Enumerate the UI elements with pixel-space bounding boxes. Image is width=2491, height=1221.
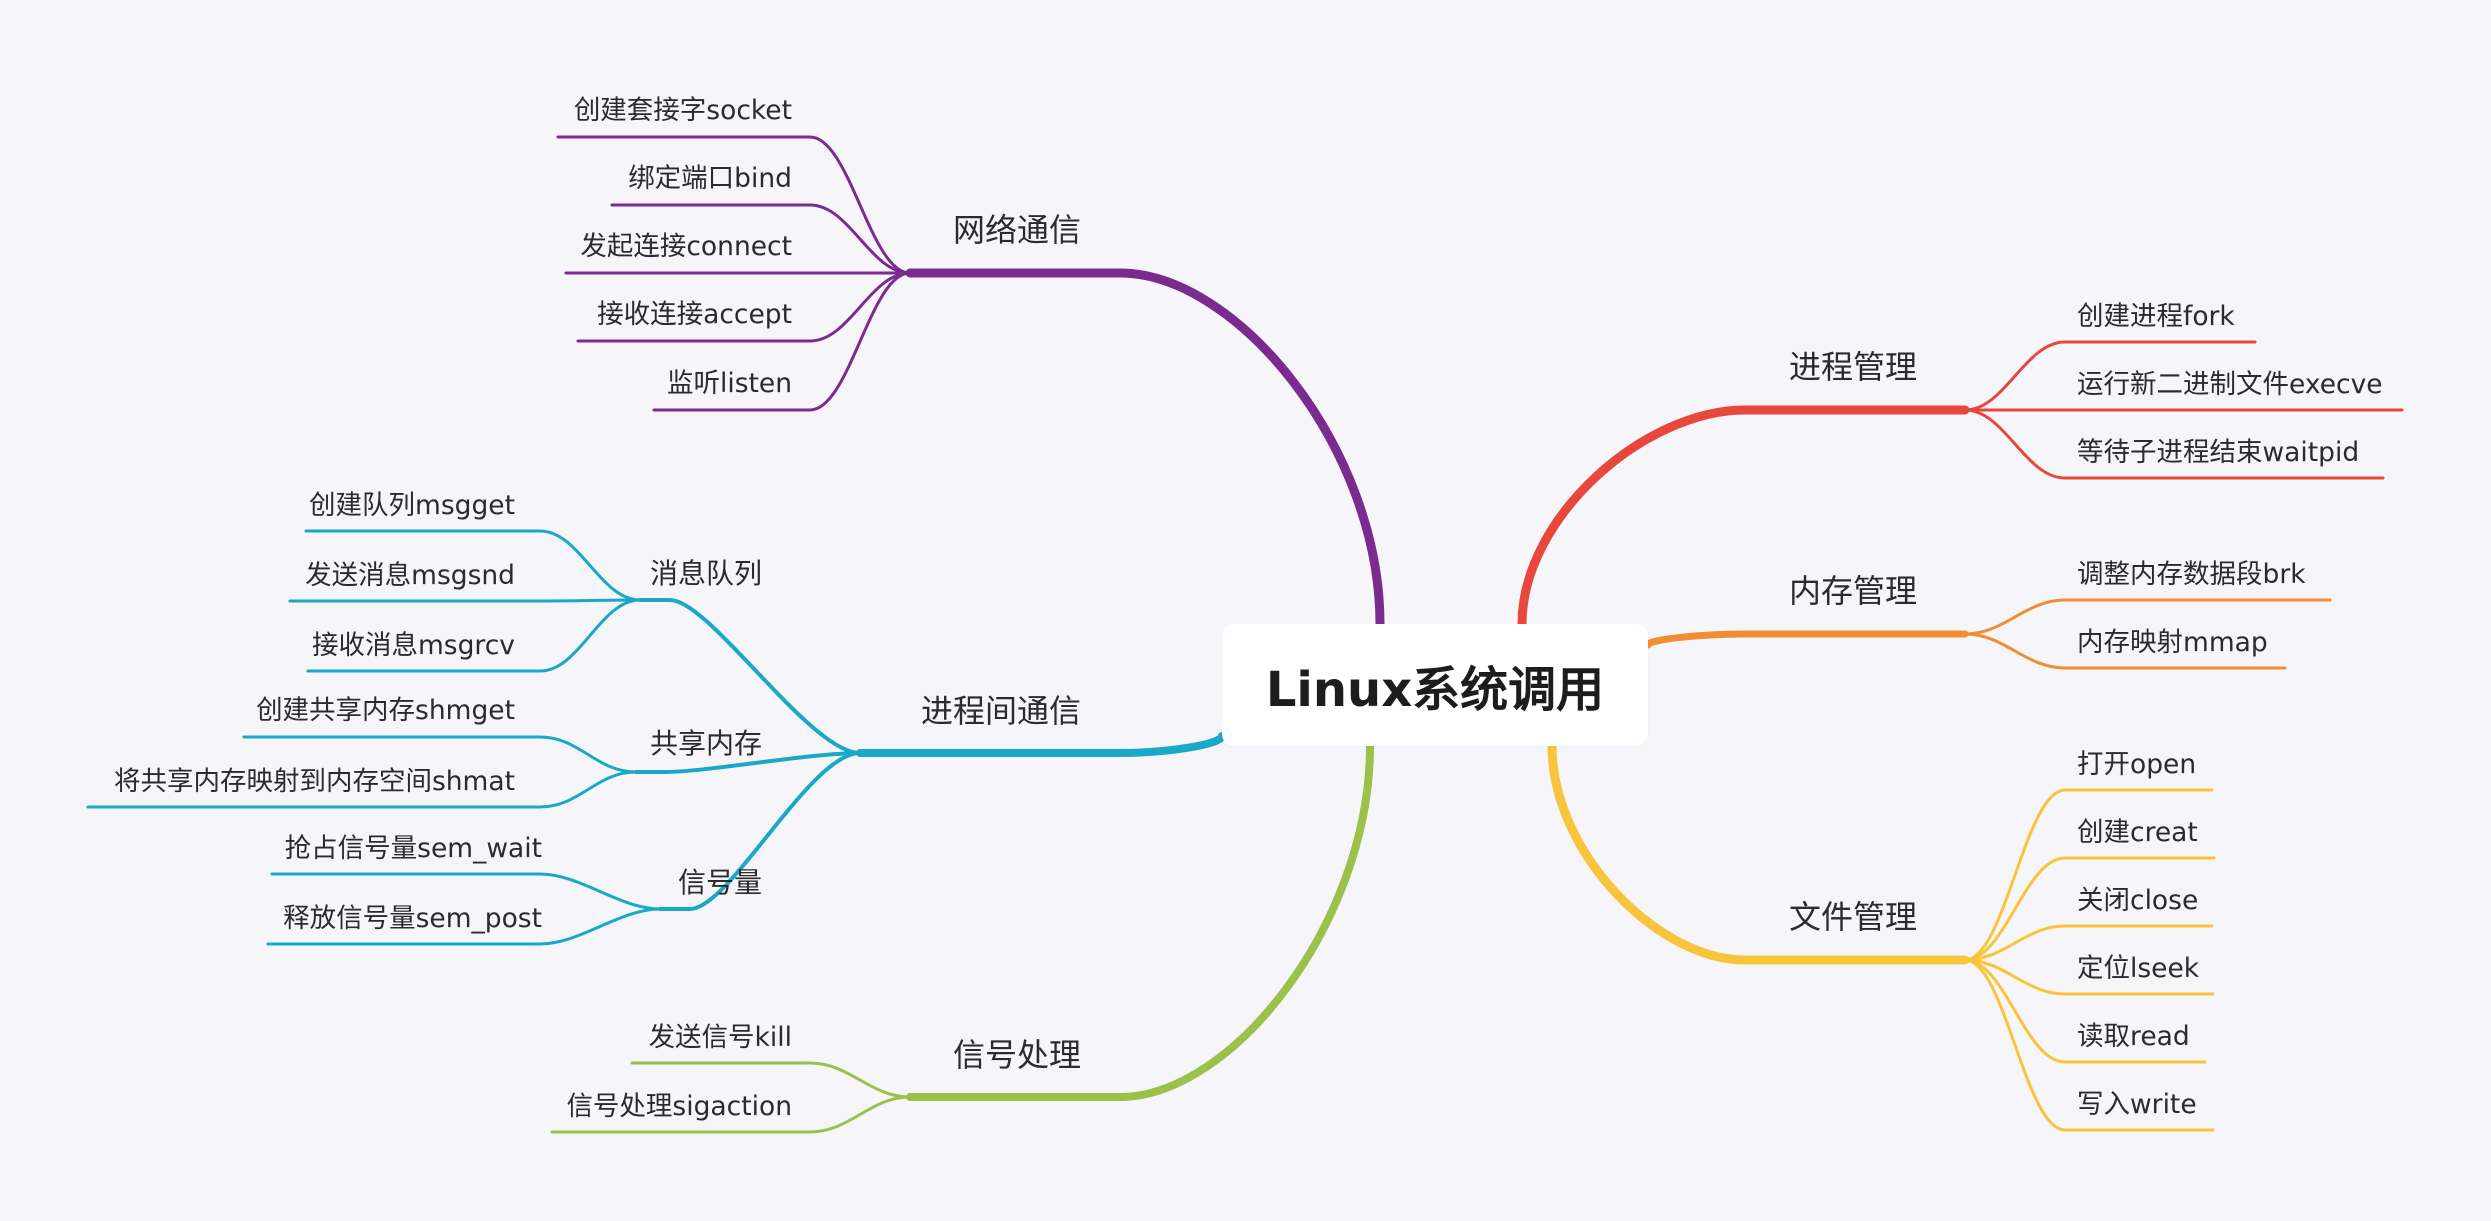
branch-file-label[interactable]: 文件管理 [1789,898,1917,936]
root-node[interactable]: Linux系统调用 [1222,624,1648,746]
ipc-leaf-semwait[interactable]: 抢占信号量sem_wait [285,833,542,864]
file-leaf-write[interactable]: 写入write [2077,1089,2197,1120]
ipc-leaf-sempost[interactable]: 释放信号量sem_post [283,903,542,934]
edge-ipc-leaf [242,735,638,774]
network-leaf-listen[interactable]: 监听listen [667,368,792,399]
edge-ipc-trunk [856,732,1226,757]
ipc-group-semaphore[interactable]: 信号量 [678,866,762,899]
edge-file-trunk [1547,741,1970,965]
file-leaf-open[interactable]: 打开open [2077,749,2196,780]
file-leaf-close[interactable]: 关闭close [2077,885,2198,916]
edge-process-leaf [1963,340,2257,412]
ipc-leaf-msgsnd[interactable]: 发送消息msgsnd [305,560,515,591]
branch-ipc-label[interactable]: 进程间通信 [921,692,1081,730]
edge-process-leaf [1963,408,2385,480]
edge-signal-trunk [906,742,1374,1101]
branch-signal-label[interactable]: 信号处理 [953,1036,1081,1074]
signal-leaf-kill[interactable]: 发送信号kill [649,1022,792,1053]
edge-memory-trunk [1644,630,1969,649]
ipc-leaf-shmat[interactable]: 将共享内存映射到内存空间shmat [114,766,515,797]
file-leaf-creat[interactable]: 创建creat [2077,817,2198,848]
process-leaf-execve[interactable]: 运行新二进制文件execve [2077,369,2383,400]
memory-leaf-brk[interactable]: 调整内存数据段brk [2077,559,2306,590]
edge-ipc-group [658,751,862,911]
edge-file-leaf [1963,958,2207,1064]
network-leaf-socket[interactable]: 创建套接字socket [574,95,792,126]
mindmap-edges [86,135,2404,1134]
edge-file-leaf [1963,788,2214,962]
memory-leaf-mmap[interactable]: 内存映射mmap [2077,627,2268,658]
edge-file-leaf [1963,958,2215,1132]
edge-ipc-leaf [304,529,642,602]
ipc-leaf-msgrcv[interactable]: 接收消息msgrcv [312,630,515,661]
edge-ipc-leaf [288,598,642,603]
process-leaf-waitpid[interactable]: 等待子进程结束waitpid [2077,437,2359,468]
process-leaf-fork[interactable]: 创建进程fork [2077,301,2235,332]
edge-network-leaf [556,135,912,275]
edge-file-leaf [1963,856,2216,962]
mindmap-labels: 网络通信 创建套接字socket 绑定端口bind 发起连接connect 接收… [114,95,2383,1122]
file-leaf-read[interactable]: 读取read [2077,1021,2190,1052]
branch-memory-label[interactable]: 内存管理 [1789,572,1917,610]
edge-ipc-leaf [306,598,642,673]
branch-process-label[interactable]: 进程管理 [1789,348,1917,386]
file-leaf-lseek[interactable]: 定位lseek [2077,953,2200,984]
network-leaf-connect[interactable]: 发起连接connect [580,231,792,262]
ipc-leaf-msgget[interactable]: 创建队列msgget [309,490,515,521]
edge-ipc-group [634,751,862,774]
edge-memory-leaf [1963,598,2332,636]
edge-ipc-leaf [266,907,662,946]
signal-leaf-sigaction[interactable]: 信号处理sigaction [566,1091,792,1122]
edge-file-leaf [1963,958,2215,996]
ipc-leaf-shmget[interactable]: 创建共享内存shmget [256,695,515,726]
edge-file-leaf [1963,924,2214,962]
edge-network-leaf [652,271,912,412]
edge-network-trunk [905,268,1385,629]
edge-network-leaf [610,203,912,275]
edge-memory-leaf [1963,632,2287,670]
edge-signal-leaf [630,1061,912,1099]
edge-ipc-group [638,598,862,755]
edge-signal-leaf [550,1095,912,1134]
edge-ipc-leaf [270,872,662,911]
ipc-group-sharedmem[interactable]: 共享内存 [650,727,762,760]
edge-ipc-leaf [86,770,638,809]
network-leaf-accept[interactable]: 接收连接accept [597,299,792,330]
edge-process-trunk [1517,405,1970,629]
branch-network-label[interactable]: 网络通信 [953,211,1081,249]
edge-network-leaf [576,271,912,343]
ipc-group-msgqueue[interactable]: 消息队列 [650,557,762,590]
network-leaf-bind[interactable]: 绑定端口bind [628,163,792,194]
